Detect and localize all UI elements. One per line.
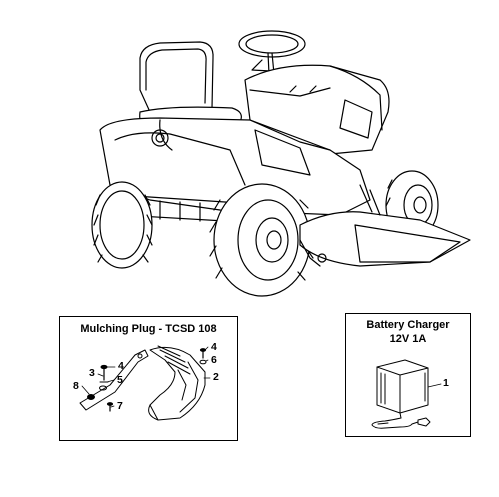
mulching-plug-shell (148, 345, 206, 421)
body (99, 117, 371, 223)
callout-8: 8 (73, 380, 79, 392)
battery-charger-subtitle: 12V 1A (389, 333, 427, 345)
rear-right-wheel (209, 183, 314, 297)
mulching-plug-bracket (79, 349, 149, 411)
charger-cable (371, 417, 431, 429)
leader-lines (81, 346, 211, 408)
charger-unit (376, 359, 429, 419)
callout-3: 3 (89, 367, 95, 379)
callout-4-left: 4 (118, 360, 124, 372)
mulching-plug-title: Mulching Plug - TCSD 108 (80, 323, 217, 335)
callout-6: 5 (117, 374, 123, 386)
cutting-deck (299, 184, 471, 267)
charger-callout-1: 1 (443, 377, 449, 389)
mulching-plug-panel: Mulching Plug - TCSD 108 (59, 316, 238, 441)
fasteners (87, 348, 207, 412)
charger-leader-line (427, 383, 442, 388)
riding-mower-illustration (91, 30, 471, 297)
callout-7: 7 (117, 400, 123, 412)
battery-charger-title: Battery Charger (366, 319, 450, 331)
rear-left-wheel (91, 181, 153, 269)
callout-2: 2 (213, 371, 219, 383)
callout-4-top: 4 (211, 341, 217, 353)
callout-5: 6 (211, 354, 217, 366)
